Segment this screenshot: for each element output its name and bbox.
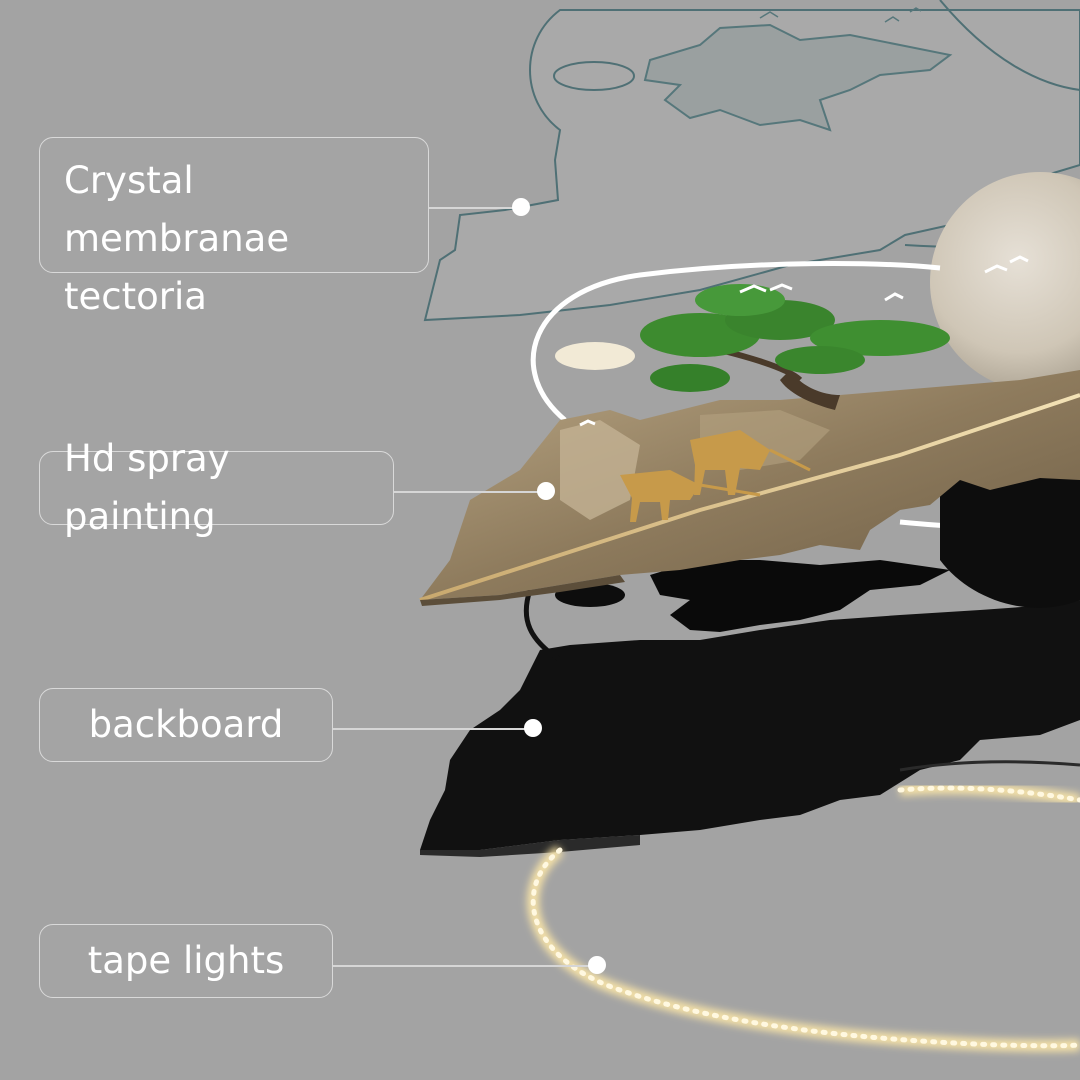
- backboard-layer: [420, 460, 1080, 857]
- ring-frame-top: [530, 261, 941, 422]
- pine-tree: [640, 284, 950, 410]
- pointer-dot-tape-lights: [588, 956, 606, 974]
- small-sun-disc: [555, 342, 635, 370]
- leader-line-spray-painting: [394, 491, 546, 493]
- pointer-dot-backboard: [524, 719, 542, 737]
- birds: [579, 255, 1029, 427]
- callout-spray-painting-text: Hd spray painting: [64, 437, 230, 538]
- tape-light-ring: [527, 782, 1080, 1052]
- callout-backboard: backboard: [39, 688, 333, 762]
- callout-crystal-membrane: Crystal membranae tectoria: [39, 137, 429, 318]
- pointer-dot-crystal-membrane: [512, 198, 530, 216]
- leader-line-backboard: [333, 728, 533, 730]
- callout-tape-lights-text: tape lights: [87, 939, 285, 982]
- callout-backboard-text: backboard: [88, 703, 284, 746]
- pointer-dot-spray-painting: [537, 482, 555, 500]
- leader-line-tape-lights: [333, 965, 597, 967]
- leader-line-crystal-membrane: [429, 207, 521, 209]
- golden-deer: [620, 430, 811, 522]
- callout-spray-painting: Hd spray painting: [39, 437, 394, 538]
- callout-tape-lights: tape lights: [39, 924, 333, 998]
- callout-crystal-membrane-line2: tectoria: [64, 275, 207, 318]
- callout-crystal-membrane-line1: Crystal membranae: [64, 159, 290, 260]
- moon-illustration: [930, 172, 1080, 392]
